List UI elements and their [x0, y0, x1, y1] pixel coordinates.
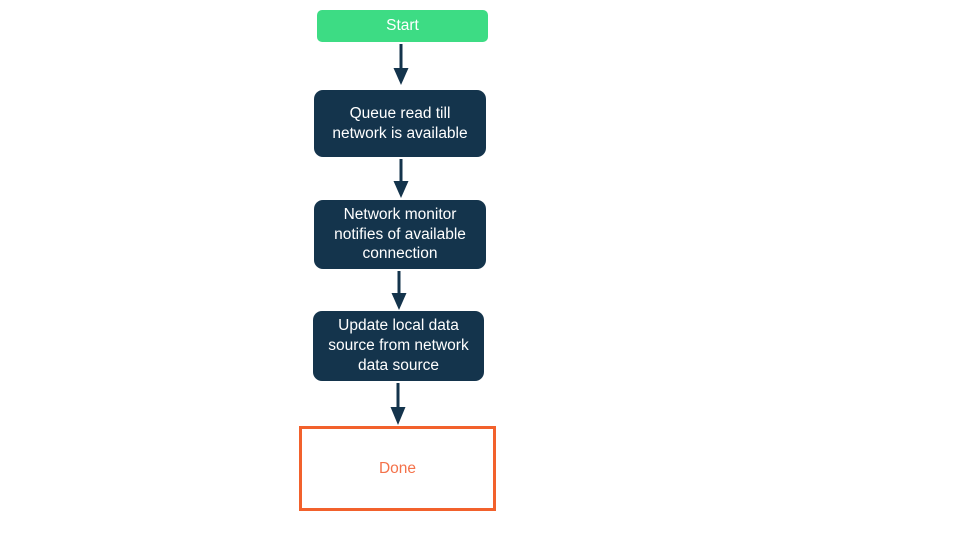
flow-node-queue-read[interactable]: Queue read till network is available	[314, 90, 486, 157]
flow-node-start[interactable]: Start	[317, 10, 488, 42]
flow-node-update-local-label: Update local data source from network da…	[328, 317, 469, 374]
flow-node-queue-read-label: Queue read till network is available	[332, 104, 468, 142]
flow-node-done-label: Done	[378, 459, 417, 477]
flow-node-network-monitor[interactable]: Network monitor notifies of available co…	[314, 200, 486, 269]
flow-arrow-start-to-queue-read	[389, 44, 413, 86]
flow-arrow-queue-read-to-network-monitor	[389, 159, 413, 199]
flow-node-update-local[interactable]: Update local data source from network da…	[313, 311, 484, 381]
flow-arrow-network-monitor-to-update-local	[387, 271, 411, 311]
flow-node-network-monitor-label: Network monitor notifies of available co…	[334, 205, 466, 263]
flow-node-start-label: Start	[386, 17, 419, 35]
flow-node-done[interactable]: Done	[299, 426, 496, 511]
flow-arrow-update-local-to-done	[386, 383, 410, 426]
